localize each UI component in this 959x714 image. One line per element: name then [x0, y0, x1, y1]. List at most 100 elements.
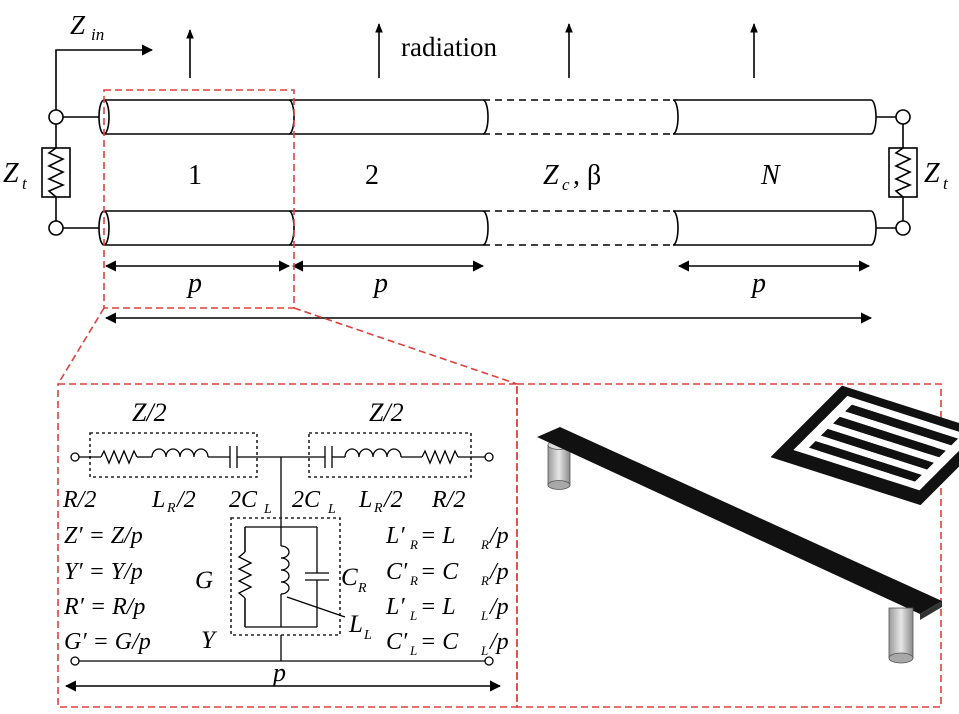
z-half-right-label: Z/2	[369, 398, 404, 427]
svg-text:L: L	[363, 628, 372, 643]
svg-text:L′: L′	[385, 523, 405, 549]
zt-left-label: Z t	[3, 158, 28, 193]
svg-text:C: C	[341, 564, 358, 591]
eq-y: Y′ = Y/p	[64, 559, 143, 585]
svg-text:in: in	[91, 25, 104, 44]
period-label-1: p	[186, 268, 202, 299]
y-label: Y	[201, 627, 218, 654]
svg-text:R: R	[480, 573, 489, 588]
svg-text:Z: Z	[3, 158, 19, 189]
svg-text:2C: 2C	[292, 487, 321, 513]
svg-text:= C: = C	[420, 559, 459, 585]
z-half-left-label: Z/2	[132, 398, 167, 427]
eq-ll: L′ L = L L /p	[385, 594, 509, 623]
svg-text:/2: /2	[175, 487, 196, 513]
inductor-right	[344, 448, 402, 458]
svg-text:C′: C′	[386, 629, 408, 655]
equivalent-circuit: Z/2 Z/2 R/2 L R /2 2C L	[62, 398, 509, 692]
period-label-n: p	[750, 268, 766, 299]
r-half-left-label: R/2	[62, 487, 96, 513]
two-cl-right-label: 2C L	[292, 487, 336, 517]
lr-half-left-label: L R /2	[151, 487, 196, 516]
zoom-callout	[57, 89, 942, 708]
zin-label: Z in	[70, 10, 104, 44]
svg-text:t: t	[943, 174, 949, 193]
right-termination	[876, 109, 918, 236]
resistor-right	[421, 449, 459, 465]
svg-text:L: L	[327, 502, 336, 517]
zin-arrow	[55, 44, 154, 110]
svg-text:R: R	[166, 501, 176, 516]
series-impedance-right	[308, 432, 472, 478]
svg-text:Z: Z	[70, 10, 86, 40]
ll-label: L L	[348, 611, 372, 643]
svg-text:/2: /2	[382, 487, 403, 513]
svg-text:R: R	[357, 581, 367, 596]
eq-lr: L′ R = L R /p	[385, 523, 509, 552]
svg-text:, β: , β	[573, 160, 601, 191]
period-label-2: p	[372, 268, 388, 299]
lr-half-right-label: L R /2	[358, 487, 403, 516]
cr-label: C R	[341, 564, 367, 596]
period-arrows	[104, 260, 873, 324]
shunt-admittance	[230, 517, 341, 636]
ll-pointer	[286, 596, 346, 618]
right-via	[888, 607, 914, 664]
cell-label-2: 2	[365, 160, 379, 191]
svg-text:L: L	[151, 487, 165, 513]
upper-conductor	[98, 99, 877, 135]
svg-text:t: t	[22, 174, 28, 193]
zc-beta-label: Z c , β	[543, 160, 601, 194]
eq-r: R′ = R/p	[63, 594, 145, 620]
zt-right-label: Z t	[924, 158, 949, 193]
svg-text:= C: = C	[420, 629, 459, 655]
radiation-label: radiation	[401, 32, 497, 62]
unit-cell-highlight	[103, 89, 295, 309]
r-half-right-label: R/2	[431, 487, 465, 513]
svg-text:L: L	[263, 502, 272, 517]
svg-text:/p: /p	[488, 594, 509, 620]
eq-g: G′ = G/p	[64, 629, 151, 655]
series-impedance-left	[89, 432, 258, 478]
svg-text:/p: /p	[488, 523, 509, 549]
eq-cr: C′ R = C R /p	[386, 559, 509, 588]
svg-text:R: R	[409, 537, 418, 552]
radiation-arrows	[186, 23, 758, 78]
interdigital-capacitor	[770, 385, 959, 506]
main-strip	[537, 427, 942, 614]
svg-text:Z: Z	[543, 160, 559, 191]
svg-text:= L: = L	[420, 523, 456, 549]
svg-text:L: L	[409, 643, 417, 658]
eq-z: Z′ = Z/p	[64, 523, 143, 549]
svg-text:c: c	[562, 175, 570, 194]
svg-text:L: L	[480, 608, 488, 623]
svg-text:L: L	[409, 608, 417, 623]
inductor-left	[151, 448, 209, 458]
svg-text:L: L	[358, 487, 372, 513]
layout-panel-border	[516, 383, 942, 708]
physical-layout	[537, 385, 959, 664]
svg-text:L: L	[348, 611, 363, 638]
cell-period-label: p	[271, 658, 286, 687]
resistor-left	[100, 449, 138, 465]
svg-text:Z: Z	[924, 158, 940, 189]
two-cl-left-label: 2C L	[229, 487, 272, 517]
svg-text:C′: C′	[386, 559, 408, 585]
svg-text:L: L	[480, 643, 488, 658]
svg-text:L′: L′	[385, 594, 405, 620]
eq-cl: C′ L = C L /p	[386, 629, 509, 658]
g-label: G	[195, 567, 213, 594]
svg-text:R: R	[409, 573, 418, 588]
svg-text:R: R	[480, 537, 489, 552]
cell-label-n: N	[760, 160, 781, 191]
cell-label-1: 1	[188, 160, 202, 191]
svg-text:R: R	[373, 501, 383, 516]
svg-text:/p: /p	[488, 629, 509, 655]
inductor-ll	[280, 545, 290, 595]
svg-text:= L: = L	[420, 594, 456, 620]
left-termination	[41, 109, 99, 236]
svg-text:/p: /p	[488, 559, 509, 585]
lower-conductor	[98, 210, 877, 246]
svg-text:2C: 2C	[229, 487, 258, 513]
